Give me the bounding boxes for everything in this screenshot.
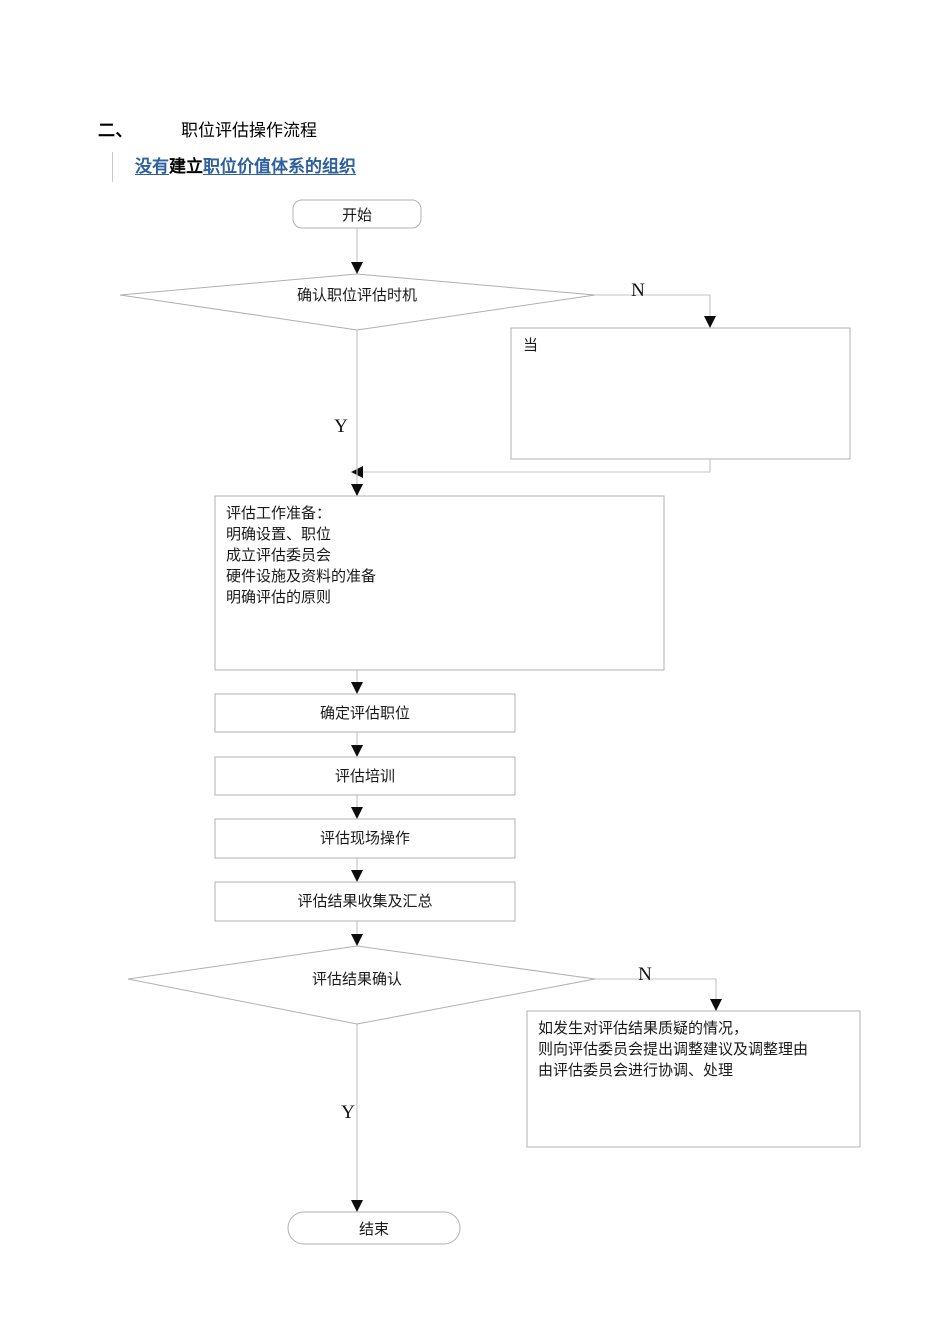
step2-label: 评估培训 [335, 768, 395, 785]
step1-label: 确定评估职位 [320, 705, 410, 722]
dispute-shape [526, 1010, 861, 1148]
edge-decision2-no [595, 978, 717, 999]
connector-layer [351, 228, 722, 1212]
subtitle-part-2: 建立 [169, 157, 203, 176]
node-dispute-handling[interactable]: 如发生对评估结果质疑的情况， 则向评估委员会提出调整建议及调整理由 由评估委员会… [526, 1010, 861, 1148]
arrowhead-step2-in [351, 745, 363, 757]
end-label: 结束 [359, 1221, 389, 1238]
node-step-collect-results[interactable]: 评估结果收集及汇总 [214, 881, 516, 922]
dispute-line-2: 则向评估委员会提出调整建议及调整理由 [538, 1041, 808, 1058]
node-preparation[interactable]: 评估工作准备： 明确设置、职位 成立评估委员会 硬件设施及资料的准备 明确评估的… [214, 495, 665, 671]
step2-shape [214, 756, 516, 796]
step4-shape [214, 881, 516, 922]
step3-shape [214, 818, 516, 859]
subtitle-part-1[interactable]: 没有 [135, 157, 169, 176]
preparation-line-3: 成立评估委员会 [226, 547, 331, 564]
dispute-line-3: 由评估委员会进行协调、处理 [538, 1062, 733, 1079]
decision1-label: 确认职位评估时机 [297, 287, 417, 304]
step3-label: 评估现场操作 [320, 830, 410, 847]
edge-decision1-no [595, 294, 711, 316]
node-decision-confirm-results[interactable]: 评估结果确认 [127, 945, 596, 1025]
subtitle-row: 没有建立职位价值体系的组织 [112, 152, 356, 182]
start-label: 开始 [342, 207, 372, 224]
node-timing-note[interactable]: 当 [510, 327, 851, 460]
decision2-label: 评估结果确认 [312, 971, 402, 988]
left-accent-bar [112, 152, 113, 182]
arrowhead-timing-note-in [704, 316, 716, 328]
node-step-training[interactable]: 评估培训 [214, 756, 516, 796]
preparation-line-2: 明确设置、职位 [226, 526, 331, 543]
arrowhead-decision2-in [351, 934, 363, 946]
node-step-define-positions[interactable]: 确定评估职位 [214, 693, 516, 733]
edge-timing-note-to-spine [363, 459, 711, 473]
section-number: 二、 [98, 121, 133, 140]
arrowhead-step1-in [351, 682, 363, 694]
subtitle-part-3[interactable]: 职位价值体系的组织 [203, 157, 356, 176]
arrowhead-prep-in [351, 484, 363, 496]
end-shape [287, 1211, 461, 1245]
branch-label-decision2-yes: Y [341, 1102, 355, 1123]
preparation-line-5: 明确评估的原则 [226, 589, 331, 606]
dispute-line-1: 如发生对评估结果质疑的情况， [538, 1020, 748, 1037]
subtitle: 没有建立职位价值体系的组织 [135, 154, 356, 180]
timing-note-shape [510, 327, 851, 460]
preparation-shape [214, 495, 665, 671]
start-shape [292, 199, 422, 229]
node-start[interactable]: 开始 [292, 199, 422, 229]
branch-label-decision1-yes: Y [334, 416, 348, 437]
preparation-line-1: 评估工作准备： [226, 505, 331, 522]
decision1-shape [119, 273, 596, 331]
arrowhead-decision1-in [351, 262, 363, 274]
step4-label: 评估结果收集及汇总 [297, 893, 432, 910]
node-end[interactable]: 结束 [287, 1211, 461, 1245]
timing-note-label: 当 [523, 337, 538, 354]
arrowhead-step4-in [351, 870, 363, 882]
step1-shape [214, 693, 516, 733]
branch-label-decision2-no: N [638, 964, 652, 985]
arrowhead-end-in [351, 1200, 363, 1212]
branch-label-decision1-no: N [631, 280, 645, 301]
section-heading: 二、 职位评估操作流程 [98, 119, 317, 143]
node-decision-timing[interactable]: 确认职位评估时机 [119, 273, 596, 331]
section-title: 职位评估操作流程 [181, 121, 317, 140]
decision2-shape [127, 945, 596, 1025]
preparation-line-4: 硬件设施及资料的准备 [226, 568, 376, 585]
node-step-onsite[interactable]: 评估现场操作 [214, 818, 516, 859]
arrowhead-step3-in [351, 807, 363, 819]
arrowhead-dispute-in [710, 999, 722, 1011]
